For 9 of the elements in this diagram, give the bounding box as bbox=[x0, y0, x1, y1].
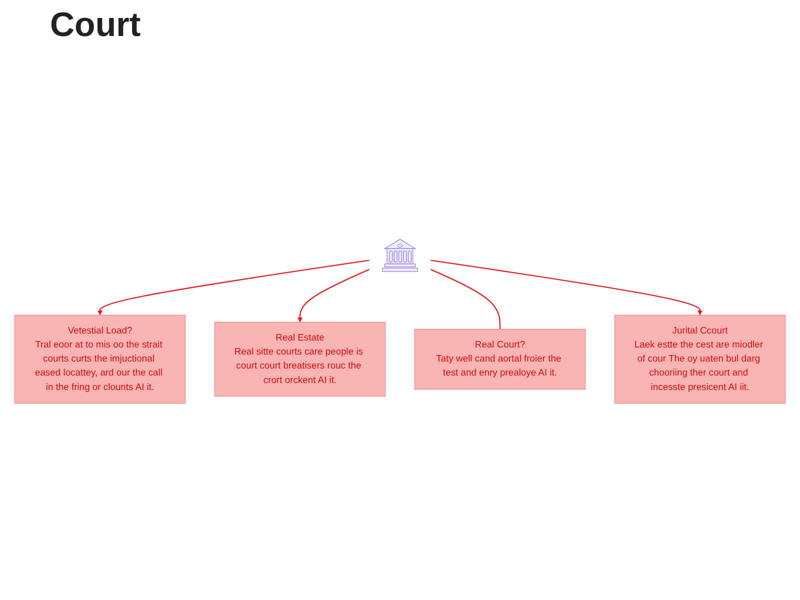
node-box: Real Estate Real sitte courts care people is court court breatisers rouc the crort orckent AI it. bbox=[214, 322, 386, 398]
node-box: Jurital Ccourt Laek estte the cest are miodler of cour The oy uaten bul darg chooriing ther court and incesste presicent AI iit. bbox=[614, 315, 786, 404]
arrow bbox=[430, 260, 703, 316]
arrow bbox=[97, 260, 370, 316]
node-box: Real Court? Taty well cand aortal froier the test and enry prealoye AI it. bbox=[414, 329, 586, 390]
diagram-title: Court bbox=[50, 6, 142, 45]
node-box: Vetestial Load? Tral eoor at to mis oo the strait courts curts the imjuctional eased locattey, ard our the call in the fring or clounts AI it. bbox=[14, 315, 186, 404]
arrow bbox=[297, 269, 370, 323]
connector bbox=[430, 269, 501, 330]
